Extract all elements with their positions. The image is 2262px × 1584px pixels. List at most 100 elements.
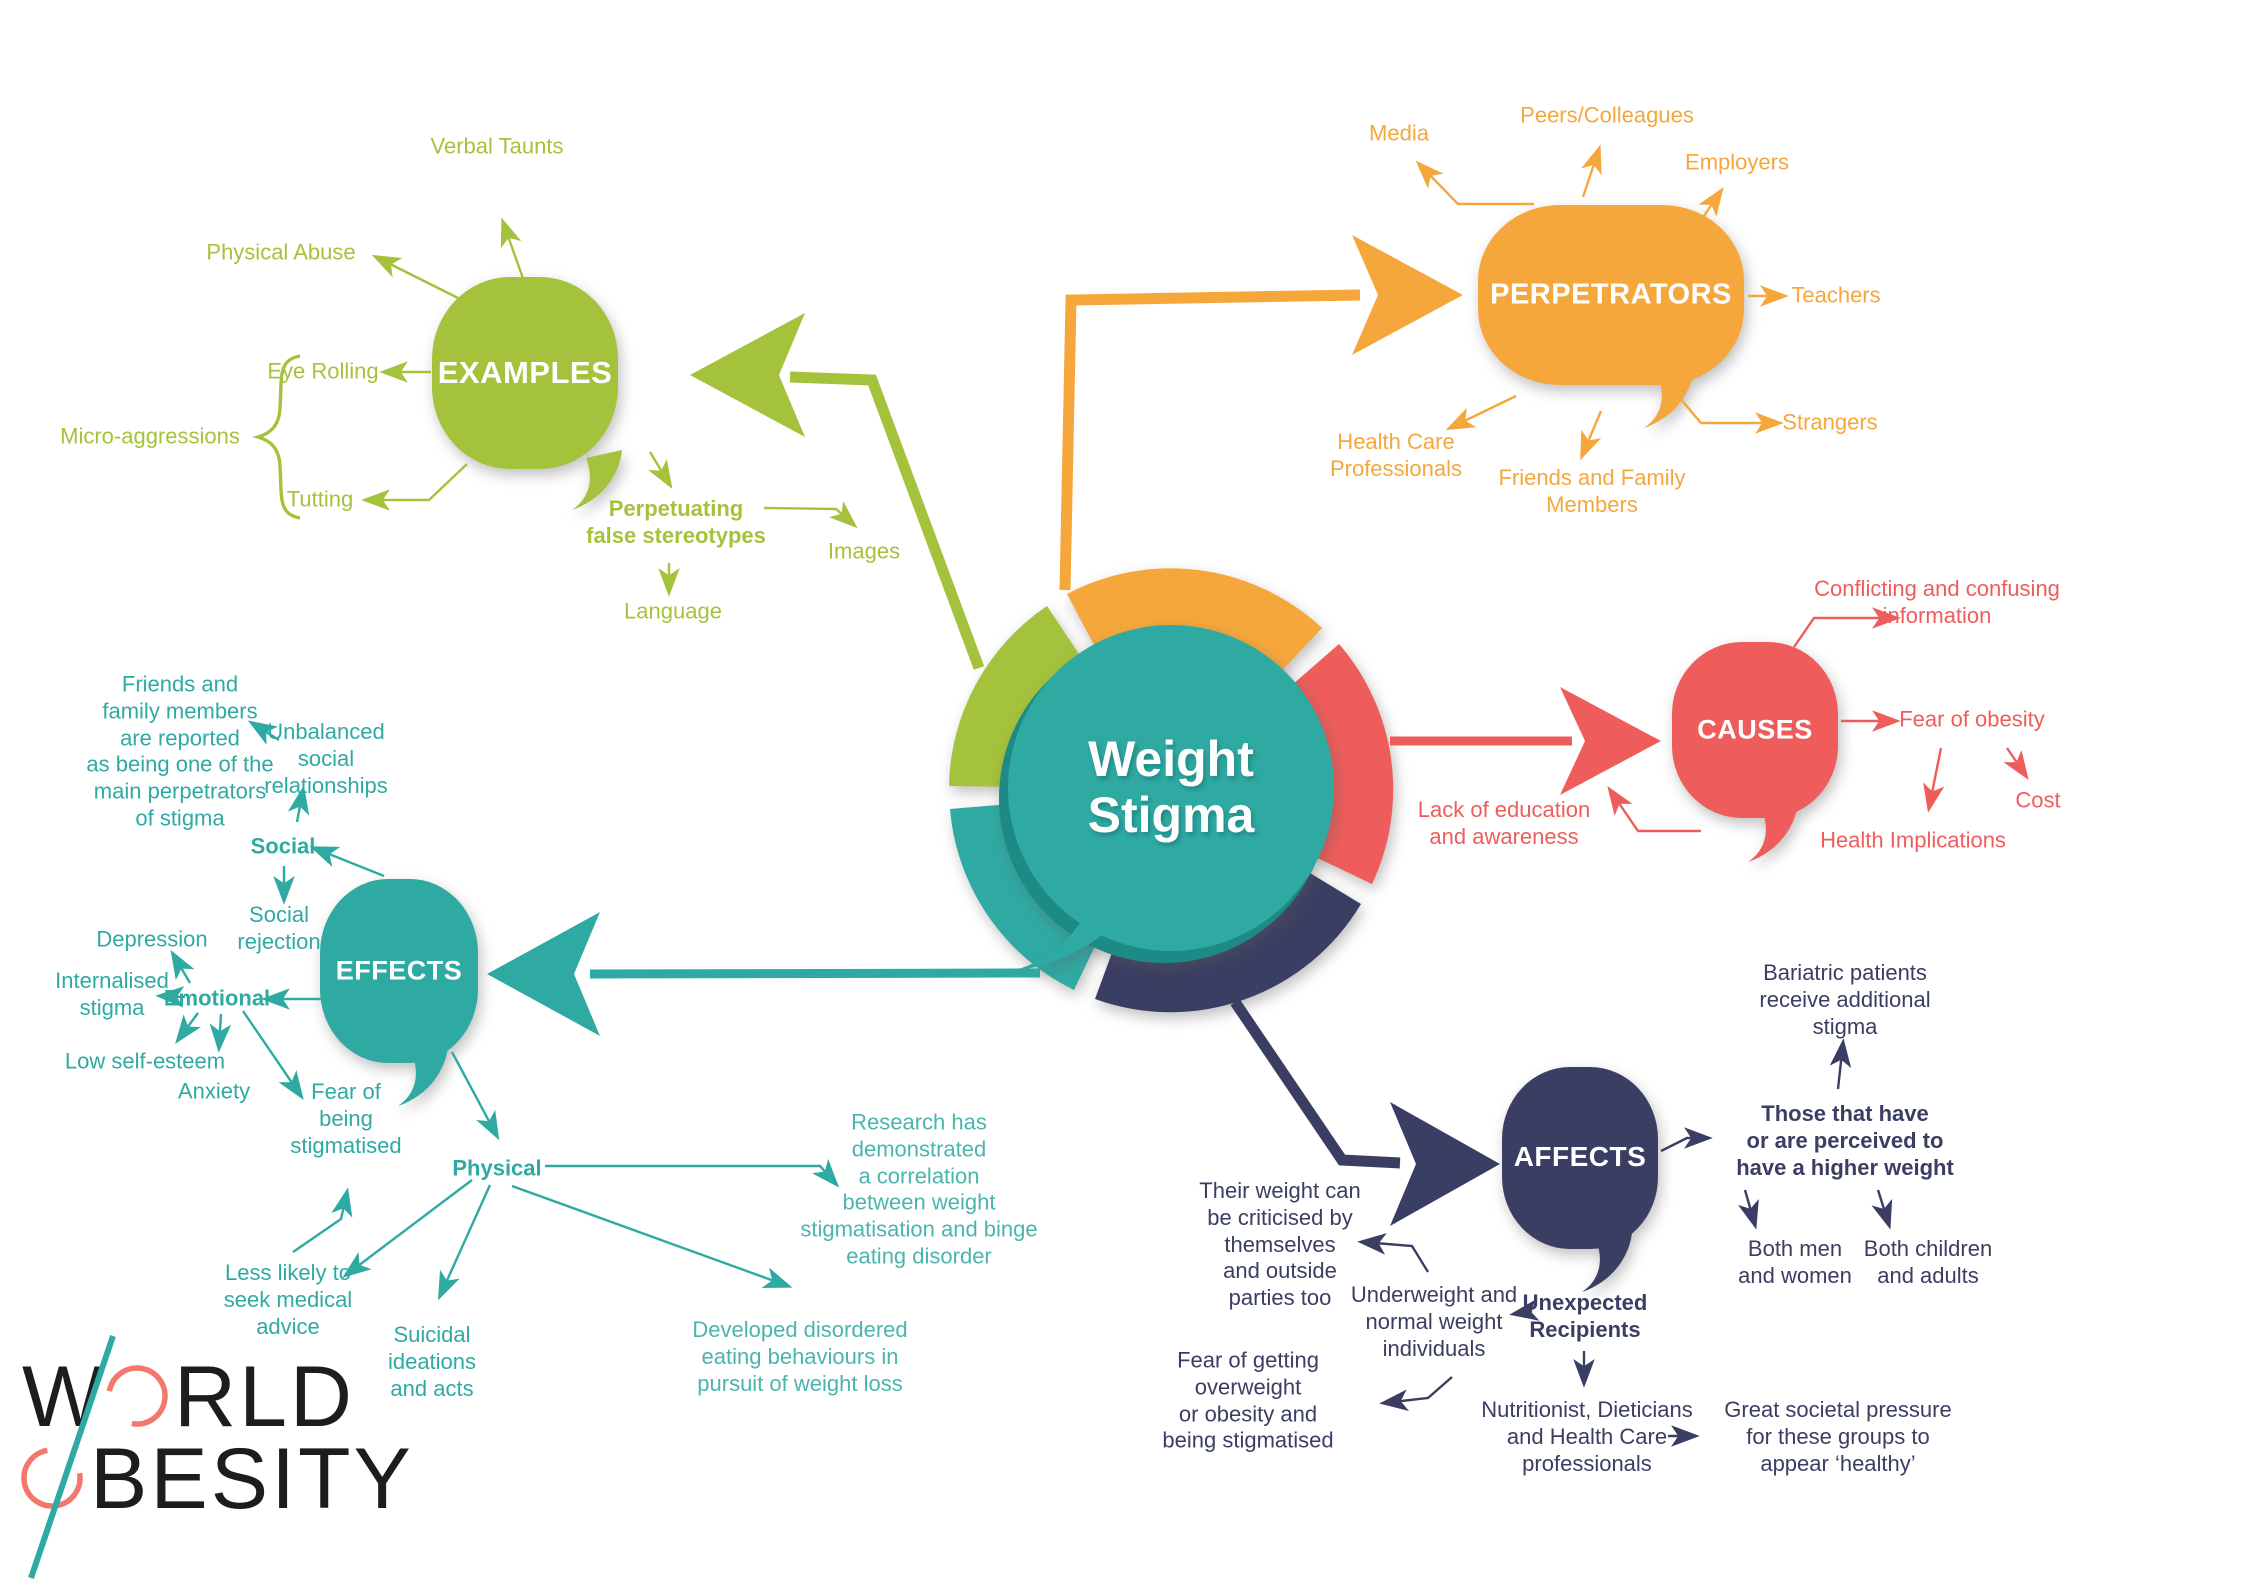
arrow-bariatric <box>1829 1038 1852 1090</box>
big-arrows <box>487 235 1661 1226</box>
arrow-both-children <box>1871 1189 1893 1230</box>
label-fear-getting-overweight: Fear of getting overweight or obesity an… <box>1162 1347 1334 1453</box>
causes-big-arrow <box>1390 687 1661 795</box>
label-internalised-stigma: Internalised stigma <box>55 968 169 1020</box>
branch-bubbles <box>320 205 1838 1292</box>
label-physical-abuse: Physical Abuse <box>206 239 356 265</box>
arrow-unbalanced <box>287 785 310 823</box>
arrow-verbal-taunts <box>500 217 527 285</box>
perpetrators-connectors <box>1415 144 1789 461</box>
arrow-images <box>763 500 858 529</box>
arrow-depression <box>170 949 195 984</box>
arrow-physical <box>450 1051 500 1141</box>
arrow-health-care <box>1445 394 1517 431</box>
label-great-societal-pressure: Great societal pressure for these groups… <box>1724 1396 1952 1476</box>
label-their-weight-criticised: Their weight can be criticised by themse… <box>1199 1177 1361 1311</box>
label-friends-reported: Friends and family members are reported … <box>86 671 274 831</box>
arrow-lesslikely-to-fear <box>292 1187 353 1253</box>
label-eye-rolling: Eye Rolling <box>267 358 379 384</box>
examples-bubble <box>432 277 622 510</box>
arrow-friends-reported <box>247 720 280 745</box>
label-employers: Employers <box>1685 149 1789 175</box>
causes-bubble <box>1672 642 1838 862</box>
arrow-lack-education <box>1607 786 1701 833</box>
arrow-their-weight <box>1357 1233 1430 1273</box>
arrow-perpetuating <box>648 451 673 490</box>
perpetrators-bubble-title: PERPETRATORS <box>1490 278 1732 311</box>
arrow-strangers <box>1673 390 1784 434</box>
causes-bubble-title: CAUSES <box>1697 714 1813 745</box>
arrow-employers <box>1696 187 1724 227</box>
examples-big-arrow <box>690 313 985 670</box>
logo-word-besity: BESITY <box>90 1431 414 1527</box>
arrow-friends-family <box>1580 410 1603 461</box>
examples-bubble-title: EXAMPLES <box>437 355 613 390</box>
arrow-peers <box>1581 144 1602 198</box>
label-less-likely-medical: Less likely to seek medical advice <box>223 1259 353 1339</box>
affects-bubble <box>1502 1067 1658 1292</box>
label-media: Media <box>1369 120 1429 146</box>
label-perpetuating-stereotypes: Perpetuating false stereotypes <box>586 496 766 548</box>
arrow-suicidal <box>438 1184 492 1301</box>
logo-word-rld: RLD <box>174 1349 355 1445</box>
affects-bubble-title: AFFECTS <box>1513 1141 1647 1172</box>
label-depression: Depression <box>96 926 208 952</box>
label-fear-of-obesity: Fear of obesity <box>1899 706 2045 732</box>
effects-connectors <box>155 720 840 1301</box>
label-peers-colleagues: Peers/Colleagues <box>1520 102 1694 128</box>
label-images: Images <box>827 538 901 564</box>
label-unexpected-recipients: Unexpected Recipients <box>1522 1290 1648 1342</box>
center-title: Weight Stigma <box>1087 731 1255 843</box>
arrow-health-implications <box>1923 747 1945 813</box>
label-fear-being-stigmatised: Fear of being stigmatised <box>290 1078 402 1158</box>
rosette-segment-green <box>949 606 1087 787</box>
label-health-implications: Health Implications <box>1820 827 2006 853</box>
label-anxiety: Anxiety <box>177 1078 251 1104</box>
label-nutritionist-dieticians: Nutritionist, Dieticians and Health Care… <box>1481 1396 1693 1476</box>
label-unbalanced-relationships: Unbalanced social relationships <box>264 718 388 798</box>
effects-bubble <box>320 879 478 1106</box>
label-physical: Physical <box>452 1155 542 1181</box>
affects-big-arrow <box>1230 998 1500 1226</box>
label-social: Social <box>250 833 316 859</box>
label-cost: Cost <box>2015 787 2061 813</box>
arrow-media <box>1415 160 1534 206</box>
label-emotional: Emotional <box>163 985 271 1011</box>
label-social-rejection: Social rejection <box>237 902 321 954</box>
perpetrators-big-arrow <box>1059 235 1463 591</box>
label-health-care-professionals: Health Care Professionals <box>1329 429 1463 481</box>
label-those-higher-weight: Those that have or are perceived to have… <box>1736 1100 1954 1180</box>
arrow-low-self-esteem <box>175 1012 201 1044</box>
label-friends-family: Friends and Family Members <box>1498 465 1686 517</box>
center-bubble-tail <box>1008 898 1130 972</box>
arrow-tutting <box>361 463 468 511</box>
label-teachers: Teachers <box>1791 282 1881 308</box>
center-bubble-body <box>1008 625 1334 951</box>
label-verbal-taunts: Verbal Taunts <box>430 133 564 159</box>
micro-aggressions-brace <box>252 354 301 520</box>
label-research-binge-eating: Research has demonstrated a correlation … <box>800 1109 1038 1269</box>
effects-bubble-title: EFFECTS <box>335 955 463 986</box>
label-both-children-adults: Both children and adults <box>1863 1236 1993 1288</box>
arrow-social <box>309 846 385 878</box>
label-conflicting-information: Conflicting and confusing information <box>1814 576 2060 628</box>
arrow-internalised <box>155 986 186 1008</box>
label-bariatric-patients: Bariatric patients receive additional st… <box>1759 959 1931 1039</box>
label-micro-aggressions: Micro-aggressions <box>60 423 240 449</box>
arrow-underweight <box>1509 1299 1540 1321</box>
perpetrators-bubble <box>1478 205 1744 428</box>
label-both-men-women: Both men and women <box>1738 1236 1852 1288</box>
examples-connectors <box>252 217 858 597</box>
effects-big-arrow <box>487 912 1041 1036</box>
rosette-segment-red <box>1284 644 1394 884</box>
logo-slash-icon <box>28 1335 116 1579</box>
causes-connectors <box>1607 607 2029 833</box>
world-obesity-logo: W RLD BESITY <box>21 1335 414 1579</box>
label-low-self-esteem: Low self-esteem <box>64 1048 226 1074</box>
label-underweight-individuals: Underweight and normal weight individual… <box>1350 1281 1518 1361</box>
arrow-fear-getting <box>1379 1376 1453 1412</box>
arrow-developed <box>511 1184 793 1288</box>
label-disordered-eating: Developed disordered eating behaviours i… <box>692 1316 908 1396</box>
label-lack-of-education: Lack of education and awareness <box>1417 797 1591 849</box>
